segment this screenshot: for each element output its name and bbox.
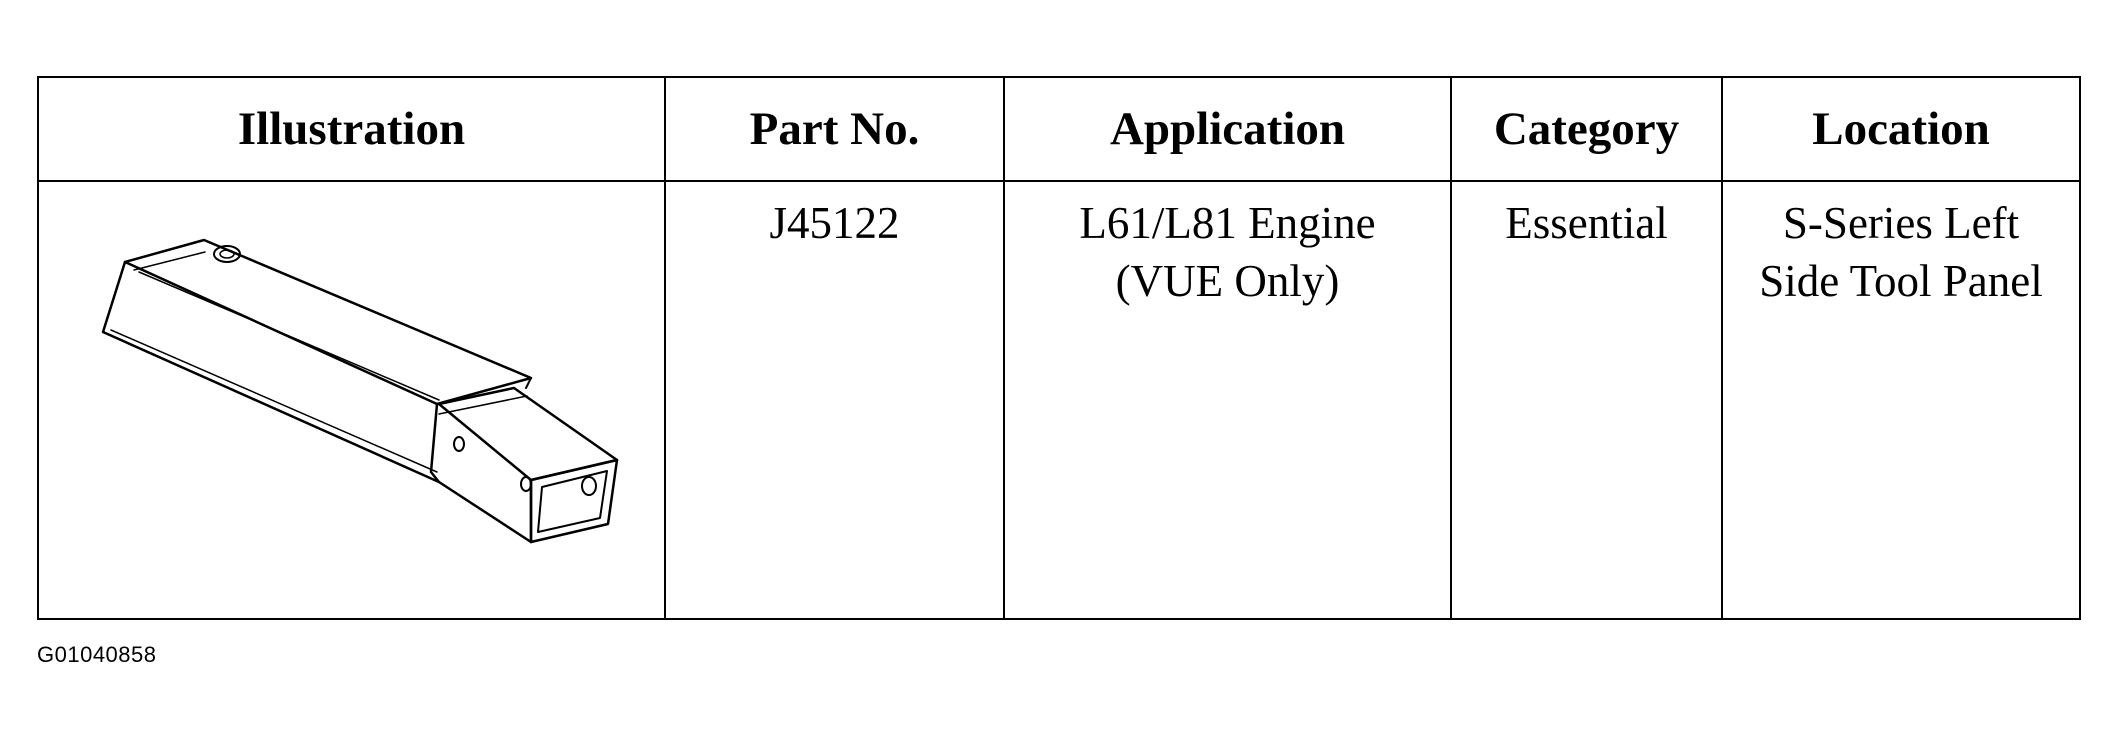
location-line-1: S-Series Left [1782,198,2020,248]
category-cell: Essential [1450,180,1723,620]
part-number: J45122 [769,198,900,248]
application-line-1: L61/L81 Engine [1079,198,1376,248]
application-cell: L61/L81 Engine (VUE Only) [1003,180,1452,620]
header-category: Category [1450,76,1723,182]
square-tube-tool-icon [101,238,619,544]
category-value: Essential [1505,198,1668,248]
header-application: Application [1003,76,1452,182]
application-line-2: (VUE Only) [1115,256,1340,306]
location-cell: S-Series Left Side Tool Panel [1721,180,2081,620]
header-location: Location [1721,76,2081,182]
header-illustration: Illustration [37,76,666,182]
special-tools-table: Illustration Part No. Application Catego… [37,76,2081,620]
part-number-cell: J45122 [664,180,1005,620]
table-row: J45122 L61/L81 Engine (VUE Only) Essenti… [37,180,2081,620]
illustration-cell [37,180,666,620]
location-line-2: Side Tool Panel [1759,256,2043,306]
table-header-row: Illustration Part No. Application Catego… [37,76,2081,182]
header-part-no: Part No. [664,76,1005,182]
figure-id: G01040858 [37,642,157,667]
